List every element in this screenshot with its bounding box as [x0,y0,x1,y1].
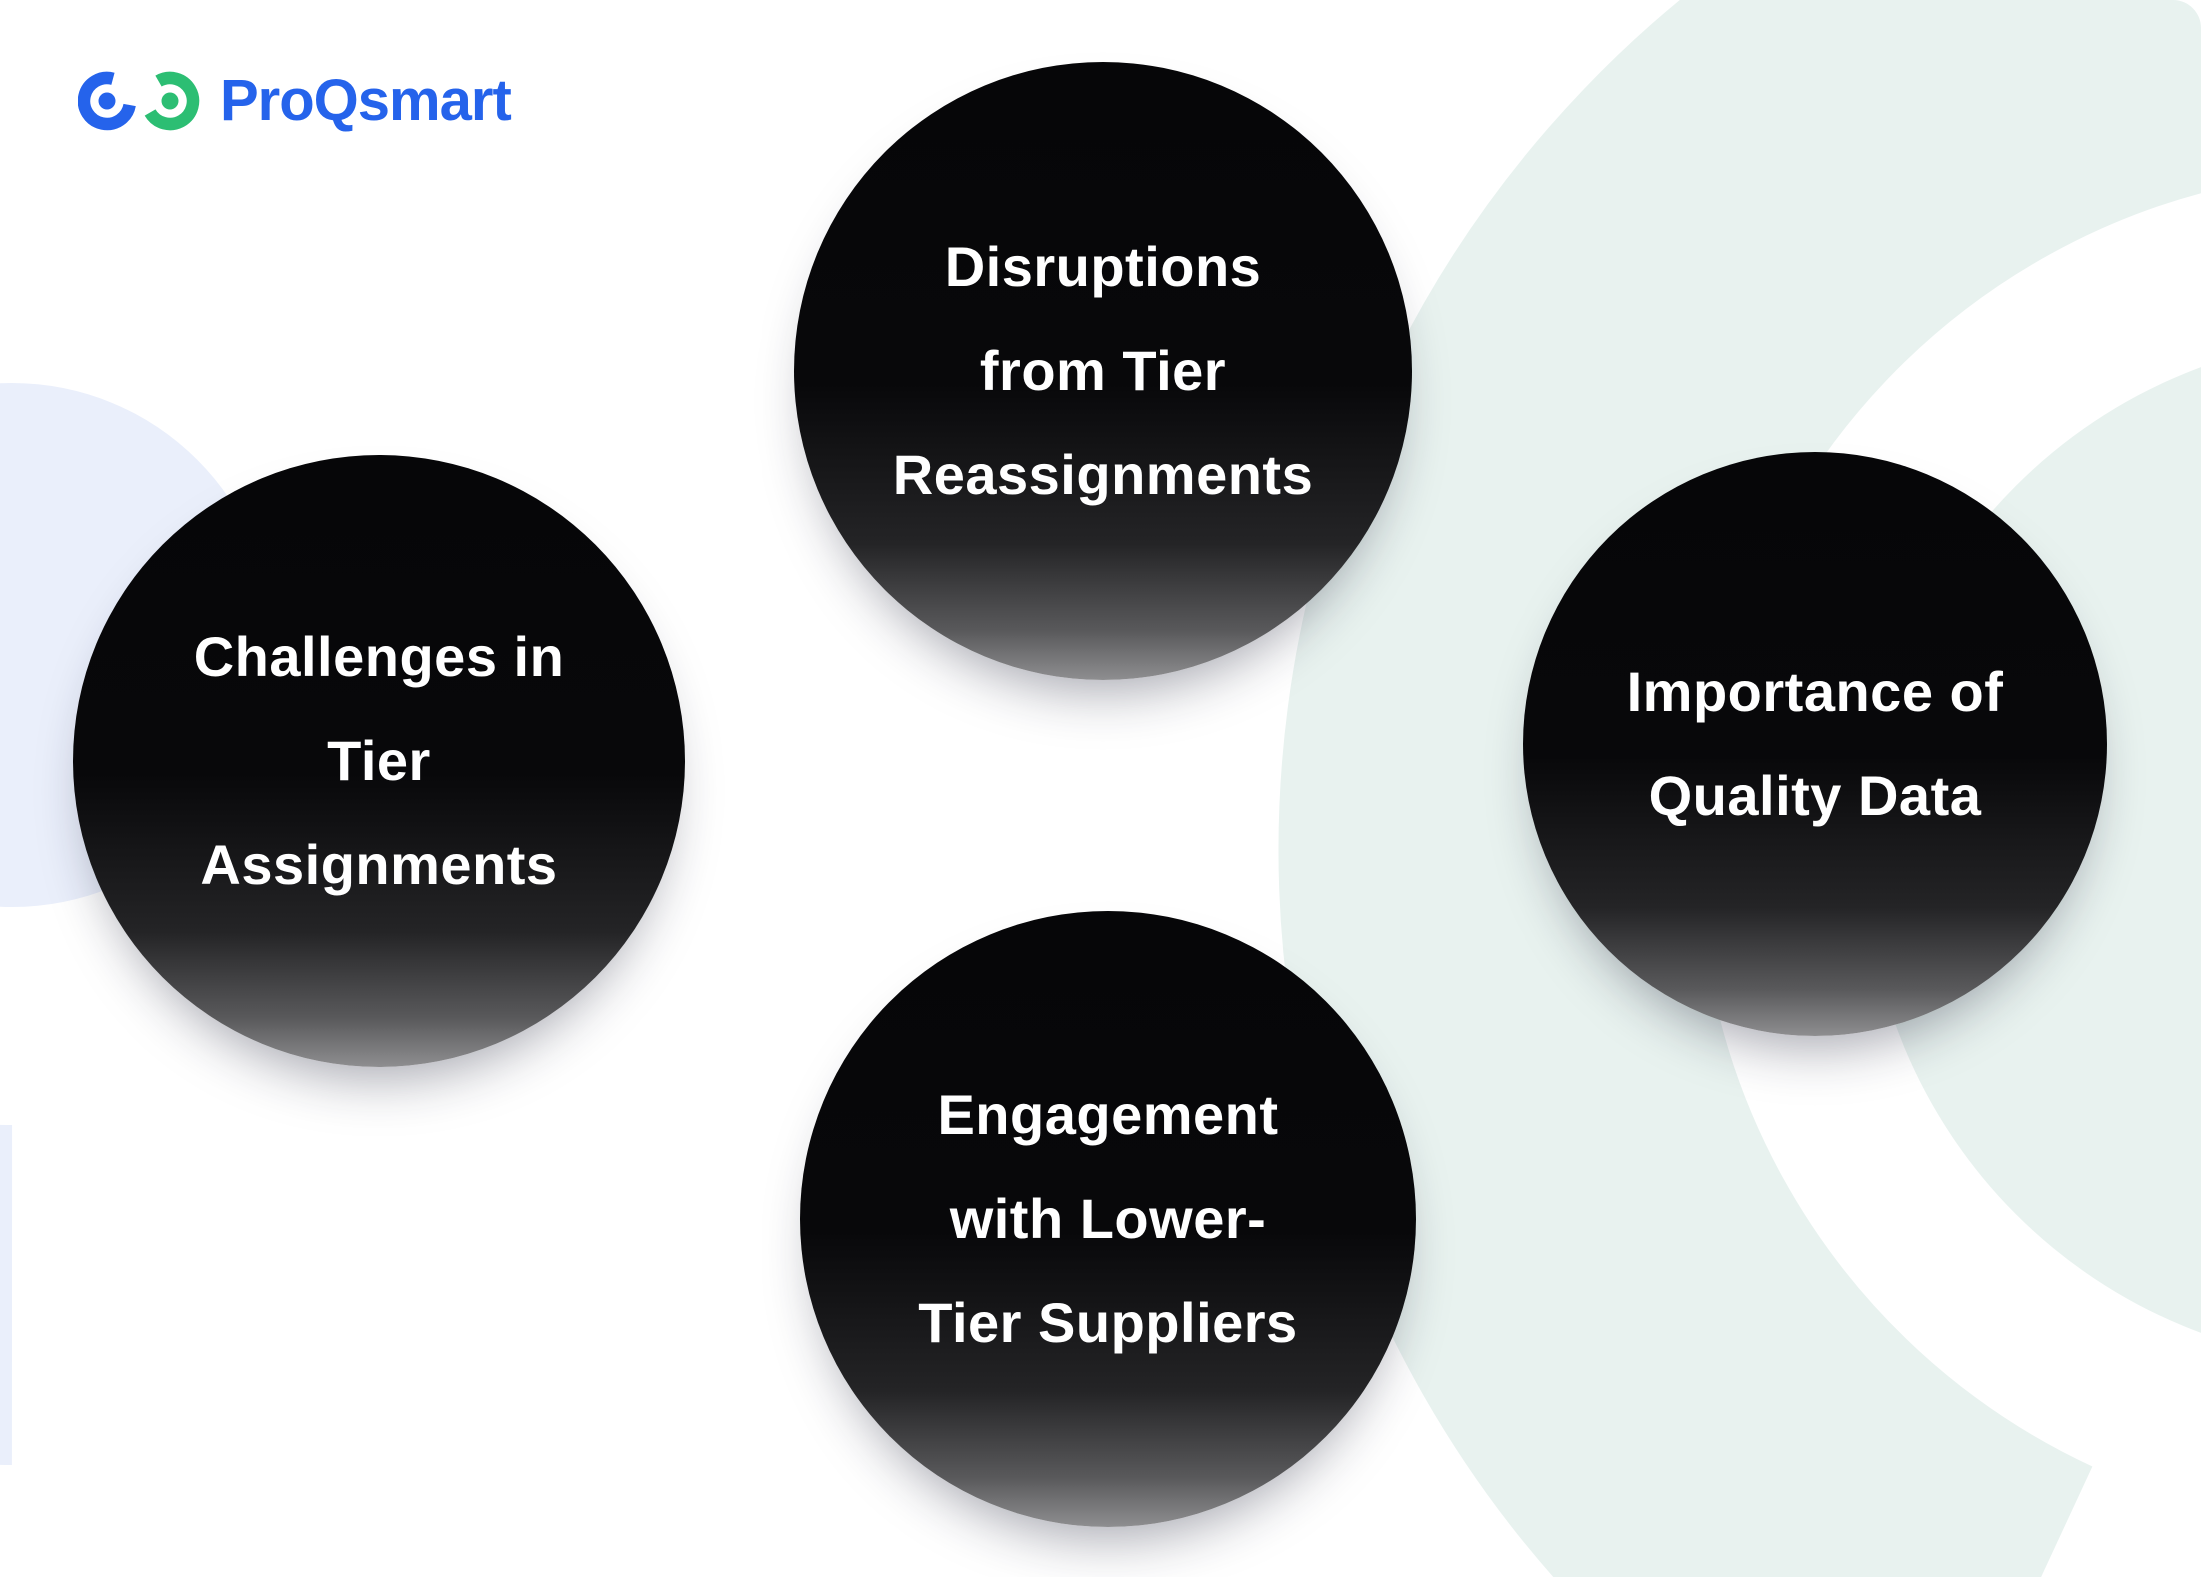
bubble-label: Disruptions from Tier Reassignments [893,215,1313,527]
bubble-label-line: Tier Suppliers [918,1291,1298,1354]
background-ring-mint-icon [1278,0,2201,1577]
bubble-label-line: Tier [327,729,431,792]
bubble-engagement-with-lower-tier-suppliers: Engagement with Lower- Tier Suppliers [800,911,1416,1527]
brand-wordmark: ProQsmart [220,68,512,133]
bubble-label: Challenges in Tier Assignments [194,605,565,917]
bubble-label-line: with Lower- [949,1187,1267,1250]
bubble-label-line: from Tier [979,339,1227,402]
bubble-label-line: Importance of [1626,660,2004,723]
bubble-label: Importance of Quality Data [1627,640,2004,848]
bubble-label-line: Assignments [200,833,558,896]
bubble-label-line: Reassignments [892,443,1314,506]
bubble-label: Engagement with Lower- Tier Suppliers [918,1063,1297,1375]
logo-mark-icon [78,70,202,132]
bubble-label-line: Quality Data [1648,764,1982,827]
bubble-label-line: Engagement [937,1083,1279,1146]
proqsmart-logo: ProQsmart [78,68,512,133]
bubble-label-line: Disruptions [944,235,1262,298]
bubble-importance-of-quality-data: Importance of Quality Data [1523,452,2107,1036]
bubble-disruptions-from-tier-reassignments: Disruptions from Tier Reassignments [794,62,1412,680]
bubble-challenges-in-tier-assignments: Challenges in Tier Assignments [73,455,685,1067]
bubble-label-line: Challenges in [193,625,565,688]
